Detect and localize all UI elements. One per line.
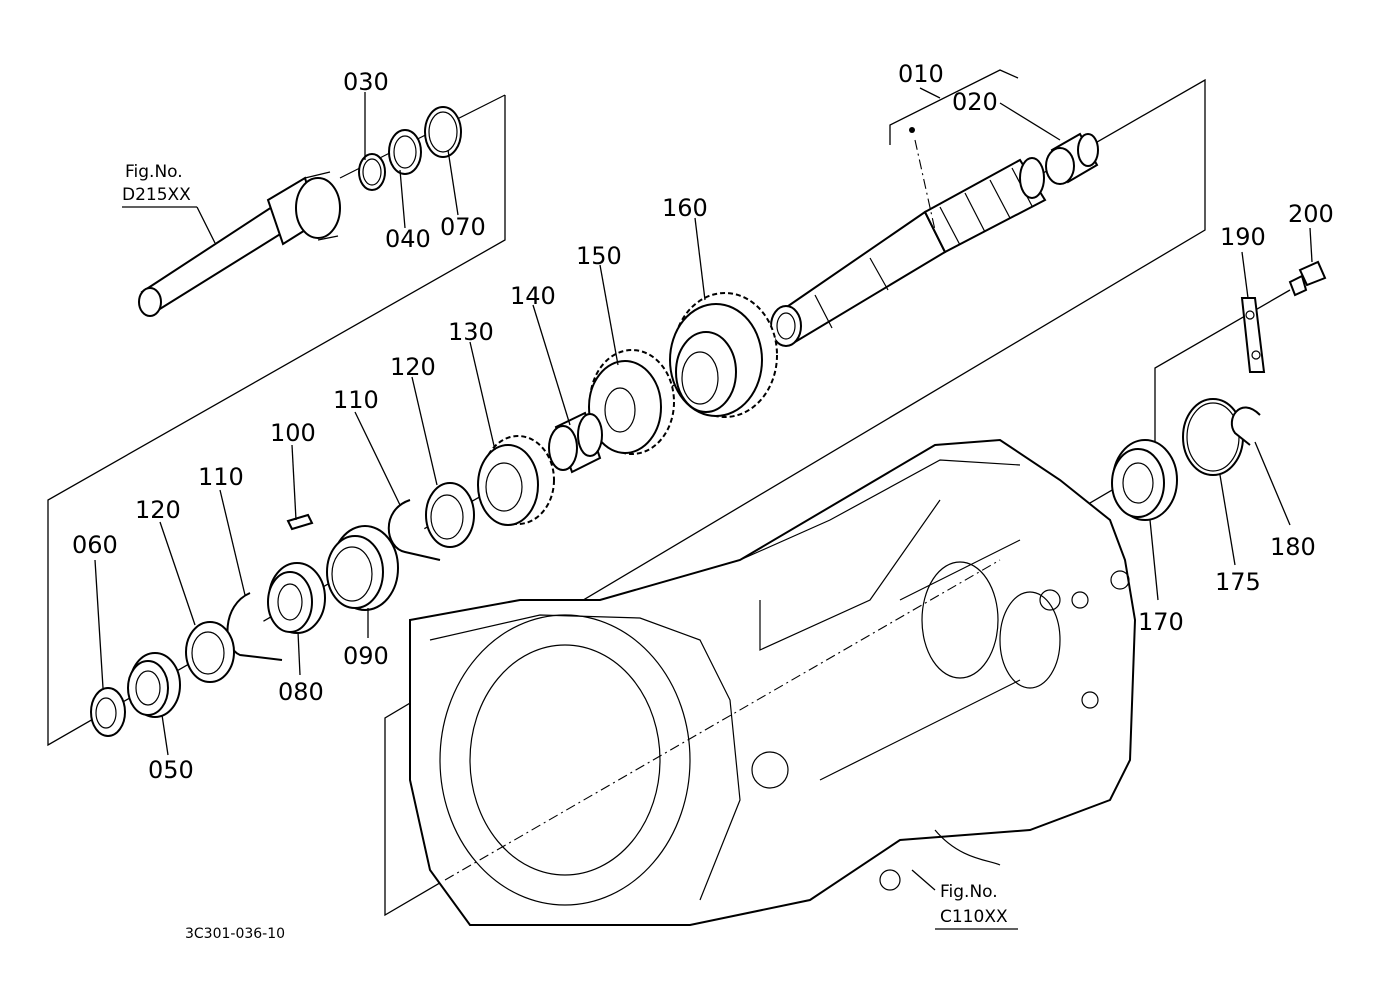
- fig-ref-top-prefix: Fig.No.: [125, 162, 183, 182]
- part-040-shim: [388, 129, 422, 175]
- part-060-oil-seal: [90, 687, 126, 737]
- part-160-gear: [669, 292, 778, 418]
- part-030-snap-ring: [358, 153, 386, 191]
- part-110-spring-right: [387, 499, 441, 561]
- part-175-snap-ring: [1182, 398, 1244, 476]
- callout-150: 150: [576, 242, 622, 270]
- transmission-case: [409, 438, 1137, 926]
- callout-020: 020: [952, 88, 998, 116]
- callout-010: 010: [898, 60, 944, 88]
- callout-100: 100: [270, 419, 316, 447]
- part-110-spring-left: [226, 592, 283, 661]
- fig-ref-bottom-prefix: Fig.No.: [940, 882, 998, 902]
- part-130-gear: [477, 435, 555, 526]
- part-070-circlip: [424, 106, 462, 158]
- part-190-lock-plate: [1240, 297, 1266, 373]
- part-100-key: [286, 513, 314, 531]
- callout-200: 200: [1288, 200, 1334, 228]
- part-120-synchro-ring-left: [185, 621, 235, 683]
- part-200-bolt: [1288, 260, 1327, 297]
- fig-ref-top-code: D215XX: [122, 185, 191, 205]
- callout-040: 040: [385, 225, 431, 253]
- callout-070: 070: [440, 213, 486, 241]
- callout-080: 080: [278, 678, 324, 706]
- drawing-code: 3C301-036-10: [185, 926, 285, 942]
- callout-140: 140: [510, 282, 556, 310]
- callout-160: 160: [662, 194, 708, 222]
- callout-120-left: 120: [135, 496, 181, 524]
- callout-030: 030: [343, 68, 389, 96]
- callout-170: 170: [1138, 608, 1184, 636]
- callout-190: 190: [1220, 223, 1266, 251]
- part-140-needle-bearing: [548, 411, 603, 474]
- callout-090: 090: [343, 642, 389, 670]
- part-010-main-shaft: [770, 127, 1047, 347]
- callout-050: 050: [148, 756, 194, 784]
- grouping-frame: [47, 78, 1291, 917]
- part-020-bushing: [1045, 132, 1099, 185]
- callout-120-right: 120: [390, 353, 436, 381]
- callout-180: 180: [1270, 533, 1316, 561]
- callout-175: 175: [1215, 568, 1261, 596]
- part-090-shift-sleeve: [326, 525, 399, 611]
- part-050-bearing-retainer: [127, 652, 181, 718]
- part-120-synchro-ring-right: [425, 482, 475, 548]
- part-180-circlip: [1230, 406, 1261, 446]
- leader-lines: [94, 69, 1313, 891]
- callout-110-left: 110: [198, 463, 244, 491]
- part-080-synchro-hub: [267, 562, 326, 634]
- callout-130: 130: [448, 318, 494, 346]
- part-150-gear: [588, 349, 675, 455]
- fig-ref-bottom-code: C110XX: [940, 907, 1008, 927]
- callout-110-right: 110: [333, 386, 379, 414]
- callout-060: 060: [72, 531, 118, 559]
- part-170-ball-bearing: [1111, 439, 1178, 521]
